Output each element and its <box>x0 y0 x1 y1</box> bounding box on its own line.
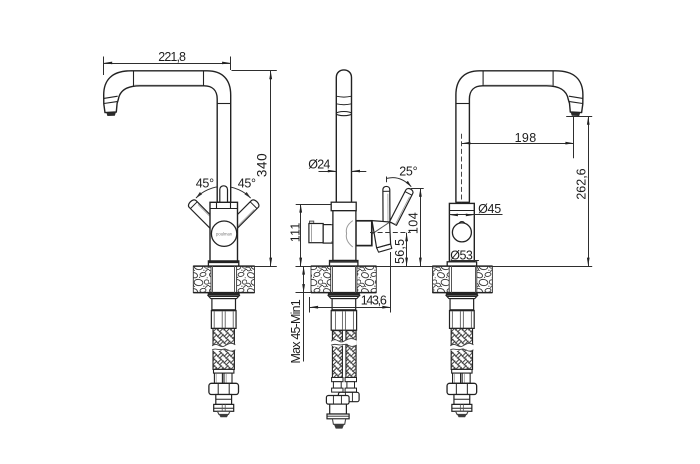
svg-text:poulman: poulman <box>216 231 233 236</box>
svg-text:198: 198 <box>515 131 537 145</box>
svg-text:56,5: 56,5 <box>393 239 407 264</box>
svg-text:Ø45: Ø45 <box>478 202 501 216</box>
svg-text:Ø53: Ø53 <box>450 248 473 262</box>
svg-text:111: 111 <box>289 222 303 242</box>
svg-text:143,6: 143,6 <box>361 294 387 308</box>
svg-text:Max 45-Min1: Max 45-Min1 <box>289 299 303 363</box>
svg-text:25°: 25° <box>399 165 417 179</box>
svg-text:Ø24: Ø24 <box>308 158 330 172</box>
svg-text:45°: 45° <box>238 176 256 190</box>
svg-text:104: 104 <box>407 212 421 234</box>
svg-text:45°: 45° <box>196 176 214 190</box>
svg-text:340: 340 <box>255 153 270 177</box>
svg-text:221,8: 221,8 <box>158 50 186 64</box>
svg-text:262,6: 262,6 <box>574 168 588 199</box>
